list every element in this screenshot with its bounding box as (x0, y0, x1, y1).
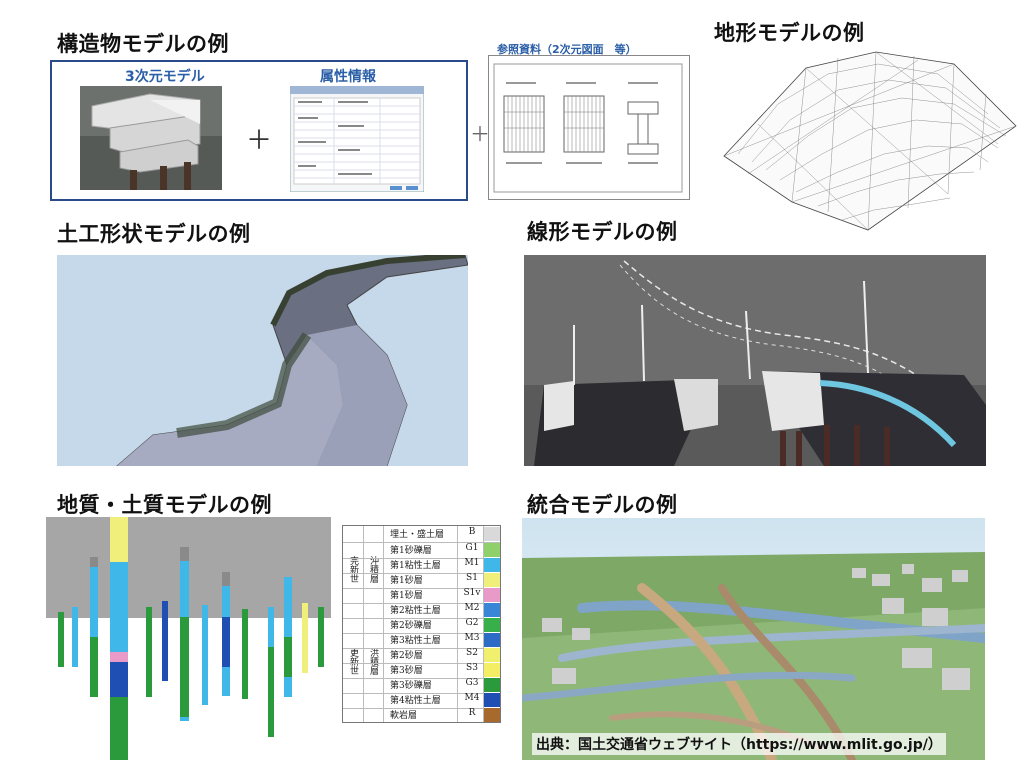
legend-name: 第3粘性土層 (390, 636, 441, 646)
legend-row: 第2砂礫層 G2 (343, 617, 500, 634)
legend-name: 第2粘性土層 (390, 606, 441, 616)
legend-row: 埋土・盛土層 B (343, 526, 500, 543)
legend-code: S1v (463, 588, 481, 598)
legend-code: S3 (466, 663, 478, 673)
legend-name: 第3砂礫層 (390, 681, 432, 691)
legend-code: G1 (465, 543, 479, 553)
legend-name: 軟岩層 (390, 711, 418, 721)
2d-drawing-sheet (493, 63, 683, 193)
attribute-window-screenshot (290, 86, 424, 192)
legend-code: S2 (466, 648, 478, 658)
legend-swatch (484, 693, 500, 707)
legend-swatch (484, 678, 500, 692)
legend-code: R (468, 708, 476, 718)
integrated-model-render (522, 518, 985, 760)
legend-name: 第2砂層 (390, 651, 423, 661)
bridge-abutment-render (80, 86, 222, 190)
legend-code: B (468, 527, 476, 537)
legend-code: G2 (465, 618, 479, 628)
plus-sign: ＋ (246, 126, 273, 156)
legend-code: M3 (464, 633, 480, 643)
legend-swatch (484, 618, 500, 632)
legend-swatch (484, 558, 500, 572)
attribute-info-label: 属性情報 (320, 69, 376, 85)
legend-swatch (484, 543, 500, 557)
structure-model-box: 3次元モデル 属性情報 ＋ (50, 60, 468, 201)
legend-row: 第2粘性土層 M2 (343, 602, 500, 619)
legend-code: M2 (464, 603, 480, 613)
legend-code: S1 (466, 573, 478, 583)
legend-row: 第1砂礫層 G1 (343, 542, 500, 559)
structure-model-heading: 構造物モデルの例 (57, 32, 229, 56)
legend-swatch (484, 527, 500, 541)
source-credit: 出典：国土交通省ウェブサイト（https://www.mlit.go.jp/） (532, 733, 946, 755)
holocene-label: 完新世 (348, 556, 358, 583)
integrated-model-heading: 統合モデルの例 (527, 493, 678, 517)
diluvium-label: 洪積層 (368, 648, 378, 675)
legend-row: 第3砂層 S3 (343, 662, 500, 679)
legend-name: 第4粘性土層 (390, 696, 441, 706)
legend-swatch (484, 588, 500, 602)
legend-swatch (484, 573, 500, 587)
3d-model-label: 3次元モデル (125, 69, 205, 85)
legend-name: 第1砂礫層 (390, 546, 432, 556)
legend-row: 第2砂層 S2 (343, 647, 500, 664)
legend-row: 軟岩層 R (343, 707, 500, 723)
legend-code: G3 (465, 678, 479, 688)
alignment-model-render (524, 255, 986, 466)
legend-name: 第2砂礫層 (390, 621, 432, 631)
legend-name: 第1砂層 (390, 576, 423, 586)
geology-borehole-render (46, 517, 331, 760)
legend-row: 第3砂礫層 G3 (343, 677, 500, 694)
legend-code: M1 (464, 558, 480, 568)
plus-sign-2: ＋ (470, 122, 490, 146)
earthwork-model-heading: 土工形状モデルの例 (57, 222, 251, 246)
alluvium-label: 沖積層 (368, 556, 378, 583)
terrain-model-heading: 地形モデルの例 (714, 21, 865, 45)
legend-row: 第4粘性土層 M4 (343, 692, 500, 709)
pleistocene-label: 更新世 (348, 648, 358, 675)
legend-swatch (484, 633, 500, 647)
legend-row: 第1砂層 S1v (343, 587, 500, 604)
legend-code: M4 (464, 693, 480, 703)
terrain-wireframe (723, 51, 1017, 231)
alignment-model-heading: 線形モデルの例 (527, 220, 678, 244)
legend-swatch (484, 648, 500, 662)
legend-swatch (484, 708, 500, 722)
geology-legend-table: 完新世 沖積層 更新世 洪積層 埋土・盛土層 B 第1砂礫層 G1 第1粘性土層 M1… (342, 525, 501, 723)
legend-row: 第1砂層 S1 (343, 572, 500, 589)
legend-swatch (484, 663, 500, 677)
reference-label-text: 参照資料（2次元図面 等） (497, 43, 637, 56)
geology-model-heading: 地質・土質モデルの例 (57, 493, 272, 517)
legend-swatch (484, 603, 500, 617)
earthwork-shape-render (57, 255, 468, 466)
legend-row: 第1粘性土層 M1 (343, 557, 500, 574)
legend-name: 第1粘性土層 (390, 561, 441, 571)
legend-name: 第3砂層 (390, 666, 423, 676)
legend-row: 第3粘性土層 M3 (343, 632, 500, 649)
legend-name: 埋土・盛土層 (390, 530, 445, 540)
legend-name: 第1砂層 (390, 591, 423, 601)
